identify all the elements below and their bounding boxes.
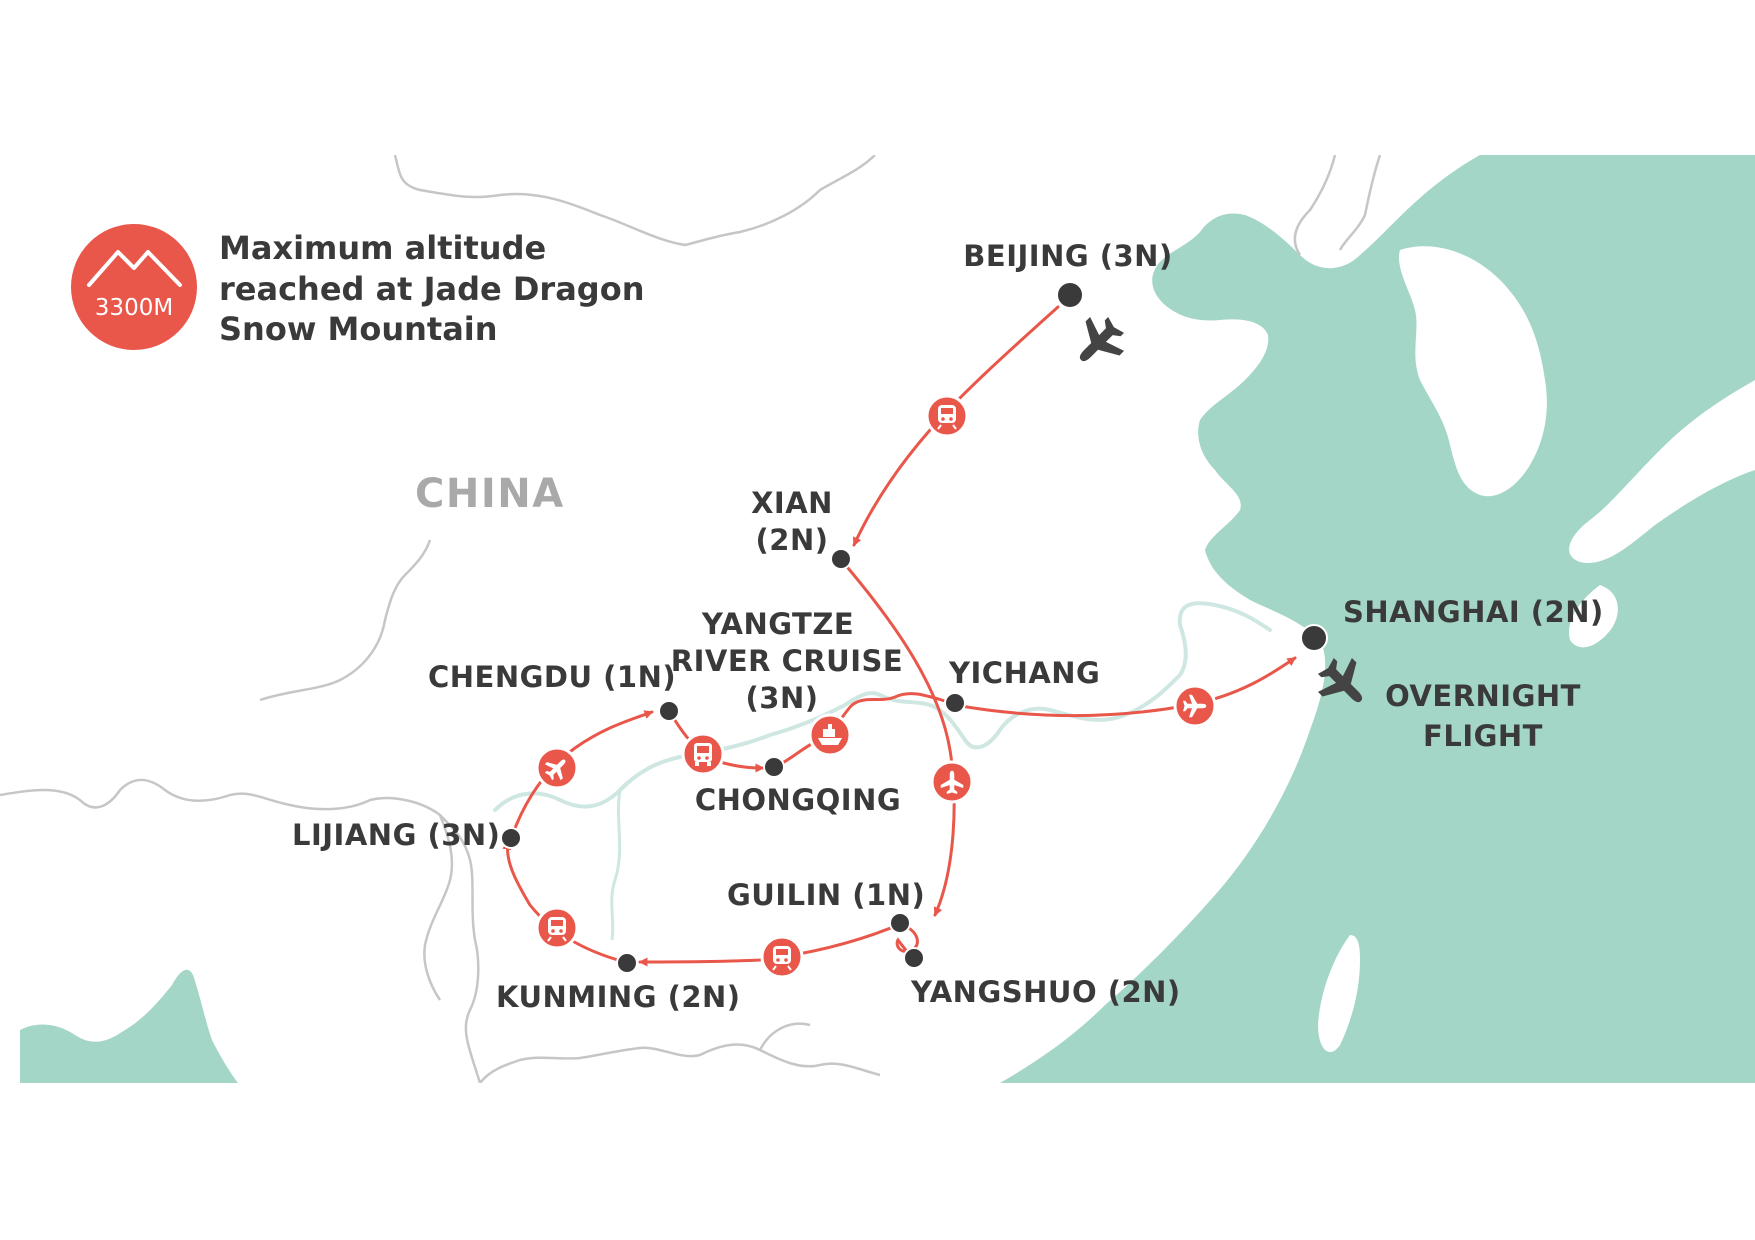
east-sea — [1000, 155, 1755, 1083]
stop-lijiang — [500, 827, 522, 849]
label-overnight-line1: OVERNIGHT — [1385, 679, 1581, 713]
plane-icon — [1173, 684, 1217, 728]
country-borders — [0, 155, 1382, 1083]
map-panel — [0, 155, 1755, 1083]
stop-xian — [830, 548, 852, 570]
route-kunming-lijiang — [502, 840, 627, 964]
transport-icons — [535, 307, 1378, 979]
altitude-badge-value: 3300M — [95, 295, 173, 321]
plane-icon — [535, 746, 579, 790]
route-lijiang-chengdu — [510, 710, 654, 838]
bus-icon — [681, 732, 725, 776]
train-icon — [760, 935, 804, 979]
stop-yangshuo — [903, 947, 925, 969]
stop-chengdu — [658, 700, 680, 722]
label-chengdu: CHENGDU (1N) — [428, 660, 676, 694]
legend-line-1: Maximum altitude — [219, 229, 546, 267]
label-chongqing: CHONGQING — [695, 783, 901, 817]
plane-icon — [930, 760, 974, 804]
route-xian-guilin — [846, 566, 956, 917]
tour-route — [502, 305, 1297, 967]
label-lijiang: LIJIANG (3N) — [292, 818, 500, 852]
stop-shanghai — [1300, 624, 1328, 652]
label-overnight-line2: FLIGHT — [1423, 719, 1543, 753]
label-yangshuo: YANGSHUO (2N) — [910, 975, 1181, 1009]
taiwan-island — [1318, 935, 1360, 1053]
label-beijing: BEIJING (3N) — [963, 239, 1172, 273]
label-guilin: GUILIN (1N) — [727, 878, 925, 912]
route-stops — [500, 281, 1328, 974]
label-yangtze-line1: YANGTZE — [701, 607, 854, 641]
route-yichang-shanghai — [953, 656, 1297, 717]
yangtze-river — [493, 601, 1272, 812]
label-yangtze-line2: RIVER CRUISE — [671, 644, 903, 678]
japan-islands — [1569, 380, 1755, 648]
river-tributary — [610, 789, 622, 941]
legend-line-2: reached at Jade Dragon — [219, 270, 644, 308]
mountain-icon — [87, 250, 182, 287]
stop-yichang — [944, 692, 966, 714]
place-labels: BEIJING (3N) XIAN (2N) YANGTZE RIVER CRU… — [292, 239, 1604, 1014]
label-yichang: YICHANG — [948, 656, 1100, 690]
route-chongqing-yichang — [773, 692, 947, 769]
country-label-china: CHINA — [415, 471, 565, 517]
label-shanghai: SHANGHAI (2N) — [1343, 595, 1604, 629]
stop-chongqing — [763, 756, 785, 778]
train-icon — [535, 906, 579, 950]
route-guilin-kunming — [638, 923, 900, 967]
route-beijing-xian — [852, 305, 1060, 547]
label-yangtze-line3: (3N) — [746, 681, 819, 715]
legend-line-3: Snow Mountain — [219, 310, 498, 348]
label-xian-line2: (2N) — [756, 523, 829, 557]
stop-kunming — [616, 952, 638, 974]
altitude-badge — [71, 224, 197, 350]
label-kunming: KUNMING (2N) — [496, 980, 741, 1014]
korean-peninsula — [1398, 246, 1547, 497]
stop-guilin — [889, 912, 911, 934]
bay-of-bengal — [20, 969, 238, 1083]
label-xian-line1: XIAN — [751, 486, 833, 520]
altitude-legend: 3300M Maximum altitude reached at Jade D… — [71, 224, 644, 350]
stop-beijing — [1056, 281, 1084, 309]
train-icon — [925, 394, 969, 438]
ship-icon — [808, 713, 852, 757]
